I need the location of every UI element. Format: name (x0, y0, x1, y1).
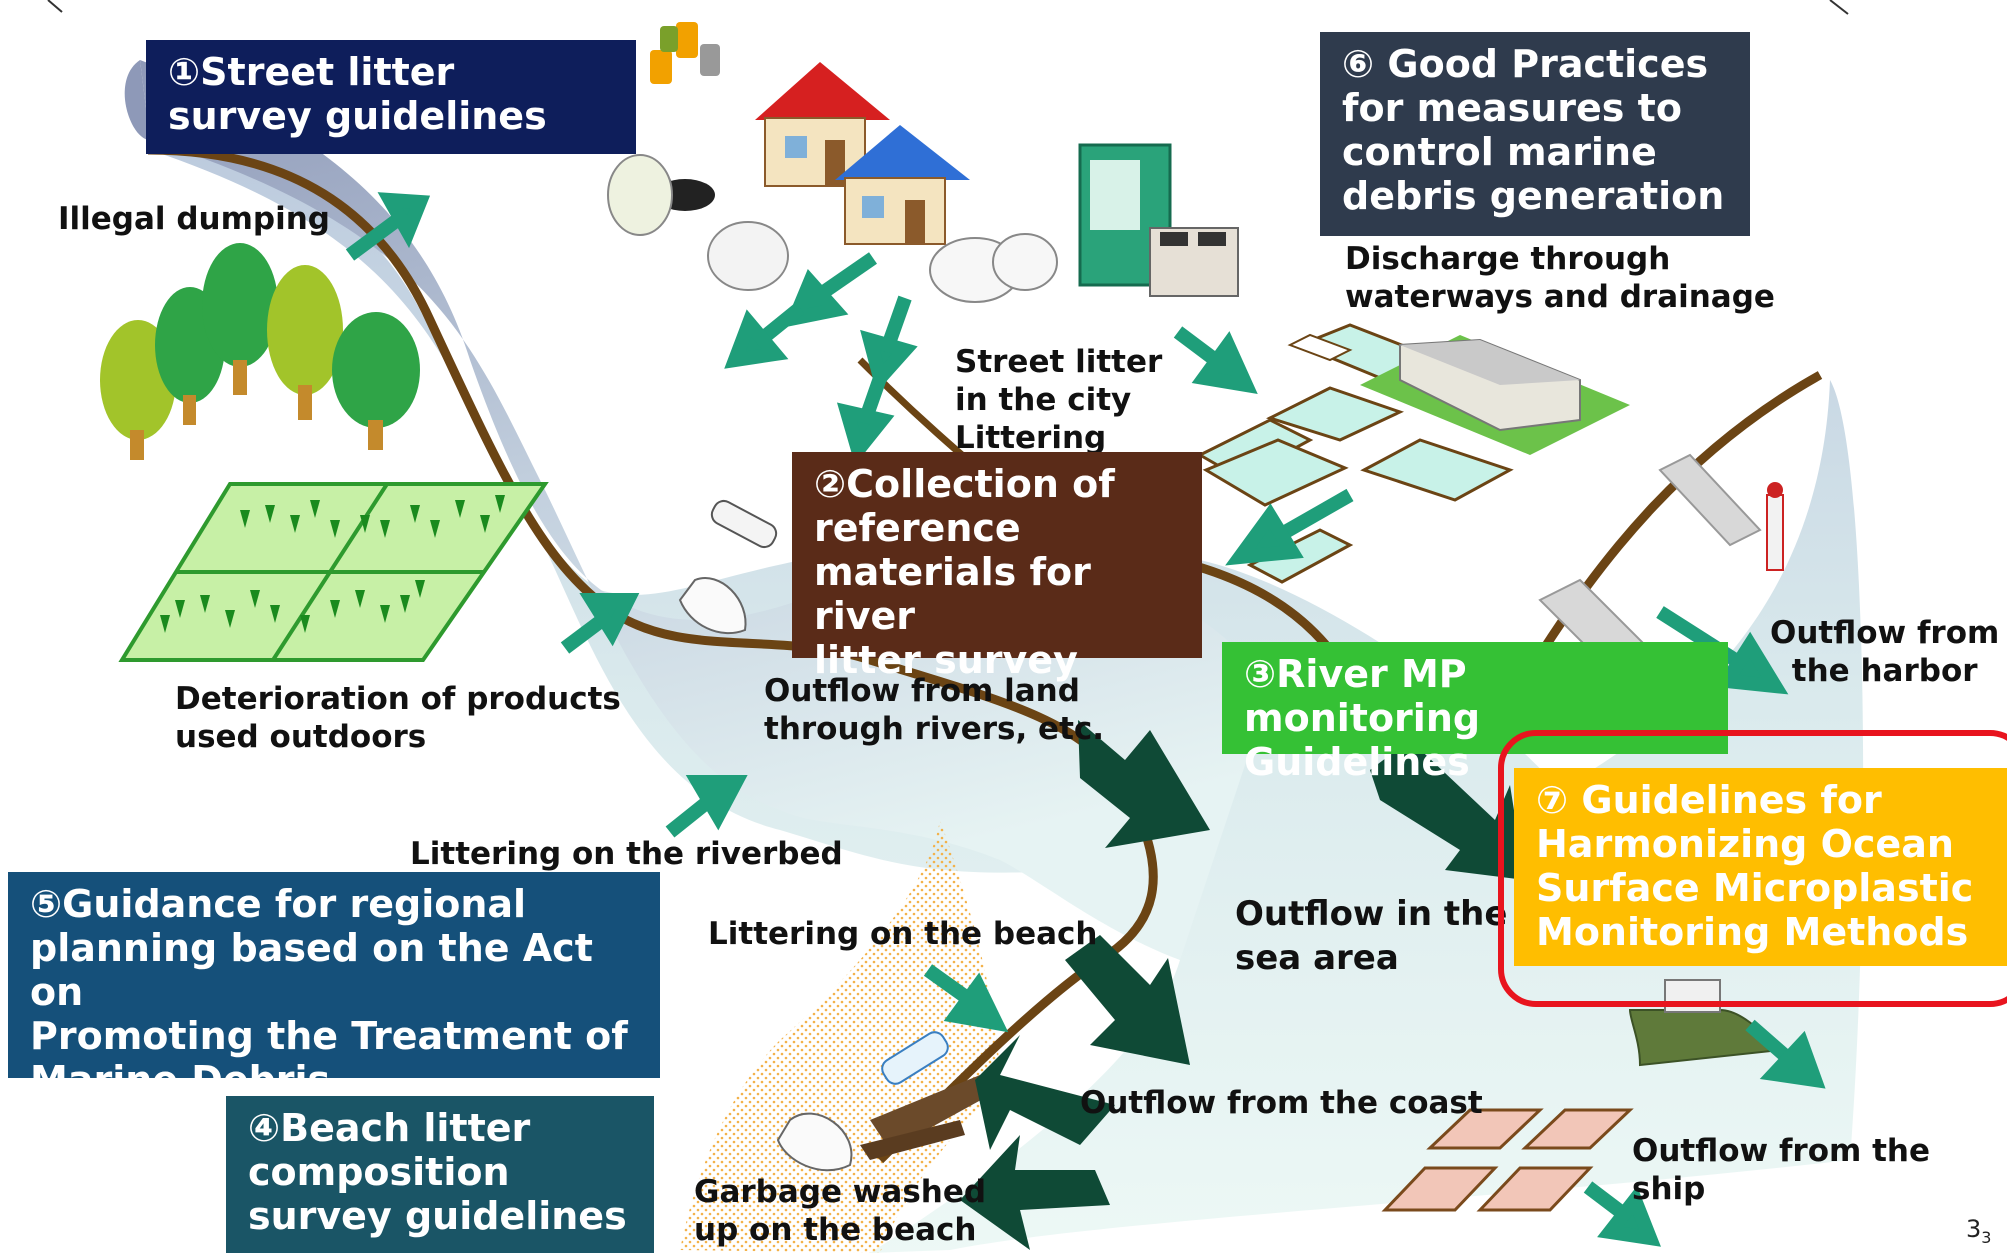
lighthouse-icon (1766, 482, 1784, 571)
street-litter-city-label: Street litter in the city Littering (955, 344, 1163, 456)
littering-beach-label: Littering on the beach (708, 916, 1098, 952)
outflow-harbor-label: Outflow from the harbor (1770, 615, 2000, 689)
factory-icon (1360, 335, 1630, 455)
driftwood-icon (860, 1075, 990, 1160)
trees-icon (100, 243, 420, 460)
page-number-main: 3 (1966, 1215, 1982, 1243)
discharge-label: Discharge through waterways and drainage (1345, 241, 1775, 315)
dark-arrows (960, 720, 1525, 1250)
corner-line-left (47, 0, 63, 13)
littering-riverbed-label: Littering on the riverbed (410, 836, 843, 872)
beach-litter-guidelines-box: ④Beach litter composition survey guideli… (226, 1096, 654, 1253)
cans-icon (650, 22, 720, 84)
outflow-ship-label: Outflow from the ship (1632, 1133, 1931, 1207)
regional-planning-guidance-box: ⑤Guidance for regional planning based on… (8, 872, 660, 1102)
river-litter-reference-box: ②Collection of reference materials for r… (792, 452, 1202, 682)
light-arrows (345, 192, 1826, 1247)
outflow-sea-label: Outflow in the sea area (1235, 894, 1508, 978)
vending-machine-icon (1078, 143, 1239, 297)
bottle-icon (710, 499, 949, 1085)
good-practices-box: ⑥ Good Practices for measures to control… (1320, 32, 1750, 236)
plastic-bag-icon (678, 577, 853, 1172)
corner-line-right (1829, 0, 1849, 15)
page-number-sub: 3 (1981, 1227, 1992, 1247)
houses-icon (755, 62, 970, 245)
illegal-dumping-label: Illegal dumping (58, 201, 330, 237)
outflow-land-label: Outflow from land through rivers, etc. (764, 673, 1105, 747)
outflow-coast-label: Outflow from the coast (1080, 1085, 1483, 1121)
field-icon (118, 482, 549, 662)
deterioration-label: Deterioration of products used outdoors (175, 681, 621, 755)
page-number: 33 (1966, 1215, 1991, 1247)
street-litter-guidelines-box: ①Street litter survey guidelines (146, 40, 636, 154)
ocean-mp-guidelines-box: ⑦ Guidelines for Harmonizing Ocean Surfa… (1514, 768, 2007, 966)
garbage-washed-label: Garbage washed up on the beach (694, 1174, 987, 1248)
river-channel (140, 60, 1270, 960)
garbage-bags-icon (607, 154, 1058, 303)
offshore-grids (1381, 1108, 1634, 1212)
highlight-outline (1498, 730, 2007, 1007)
